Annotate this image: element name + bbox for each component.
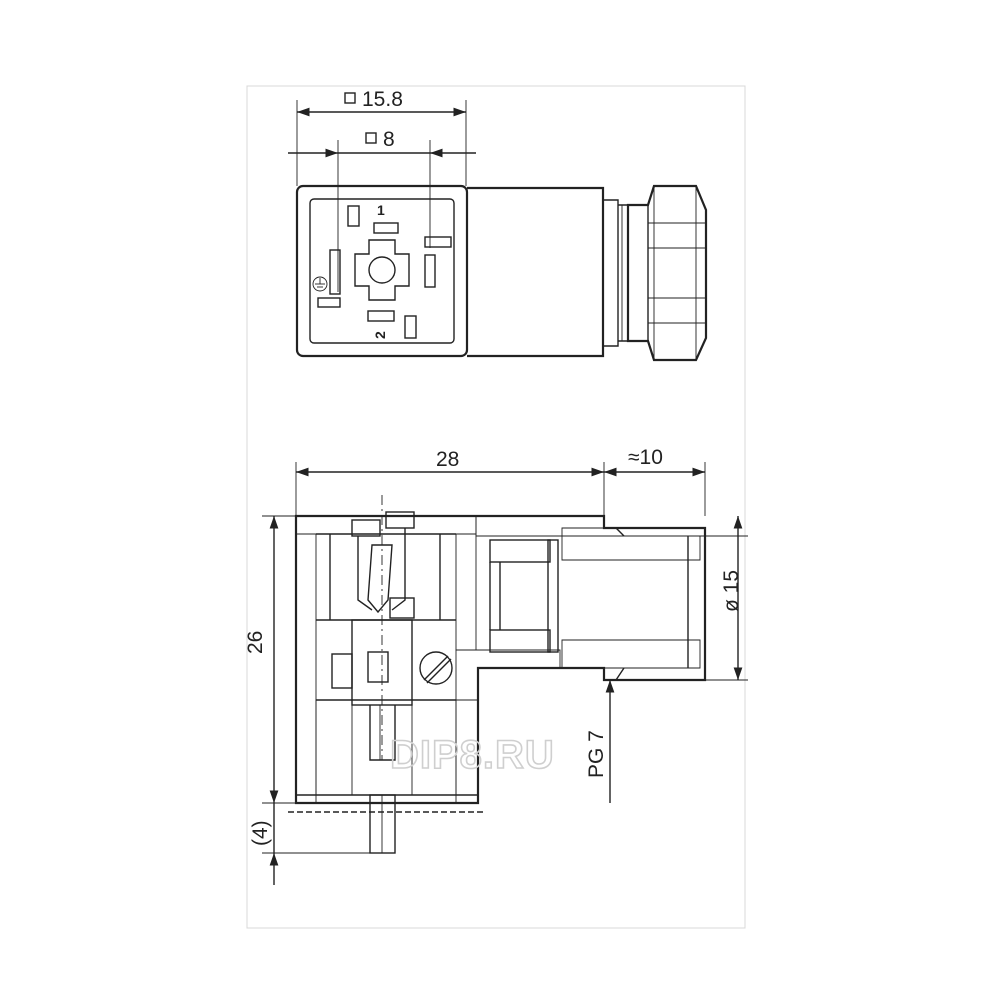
dim-pin-label: (4) [249, 820, 272, 846]
dim-inner-label: 8 [383, 128, 395, 151]
contact-slot [404, 315, 417, 339]
connector-face-outer [295, 184, 469, 358]
dim-length-label: 28 [436, 448, 459, 471]
screw-icon [419, 651, 453, 685]
thread-label: PG 7 [585, 730, 608, 778]
square-symbol-icon [365, 132, 377, 144]
contact-pin [369, 794, 396, 854]
square-symbol-icon [344, 92, 356, 104]
top-view: 15.8 8 1 2 [288, 88, 708, 362]
connector-body [467, 186, 605, 358]
frame-border [246, 85, 746, 929]
connector-face-inner [309, 198, 455, 344]
seal-ring [489, 539, 551, 563]
contact-slot [424, 236, 452, 248]
contact-slot [367, 310, 395, 322]
dim-height-label: 26 [244, 631, 267, 654]
contact-slot [347, 205, 360, 227]
contact-slot [424, 254, 436, 288]
seal-ring [489, 629, 551, 653]
watermark-text: DIP8.RU [390, 733, 555, 777]
dim-gland-label: ≈10 [628, 446, 663, 469]
pin-1-label: 1 [377, 202, 385, 218]
side-view: 28 ≈10 26 (4) [244, 446, 748, 885]
dim-diameter-label: ø 15 [720, 570, 743, 612]
cable-gland-nut [626, 184, 708, 362]
dim-outer-label: 15.8 [362, 88, 403, 111]
pin-2-label: 2 [372, 331, 388, 339]
contact-slot [373, 222, 399, 234]
contact-slot [317, 297, 341, 308]
ground-symbol-icon [312, 276, 328, 292]
center-key [354, 239, 410, 301]
contact-slot [329, 249, 341, 295]
center-hole [368, 256, 396, 284]
terminal-screw-head [385, 511, 415, 529]
terminal-screw-head [351, 519, 381, 537]
